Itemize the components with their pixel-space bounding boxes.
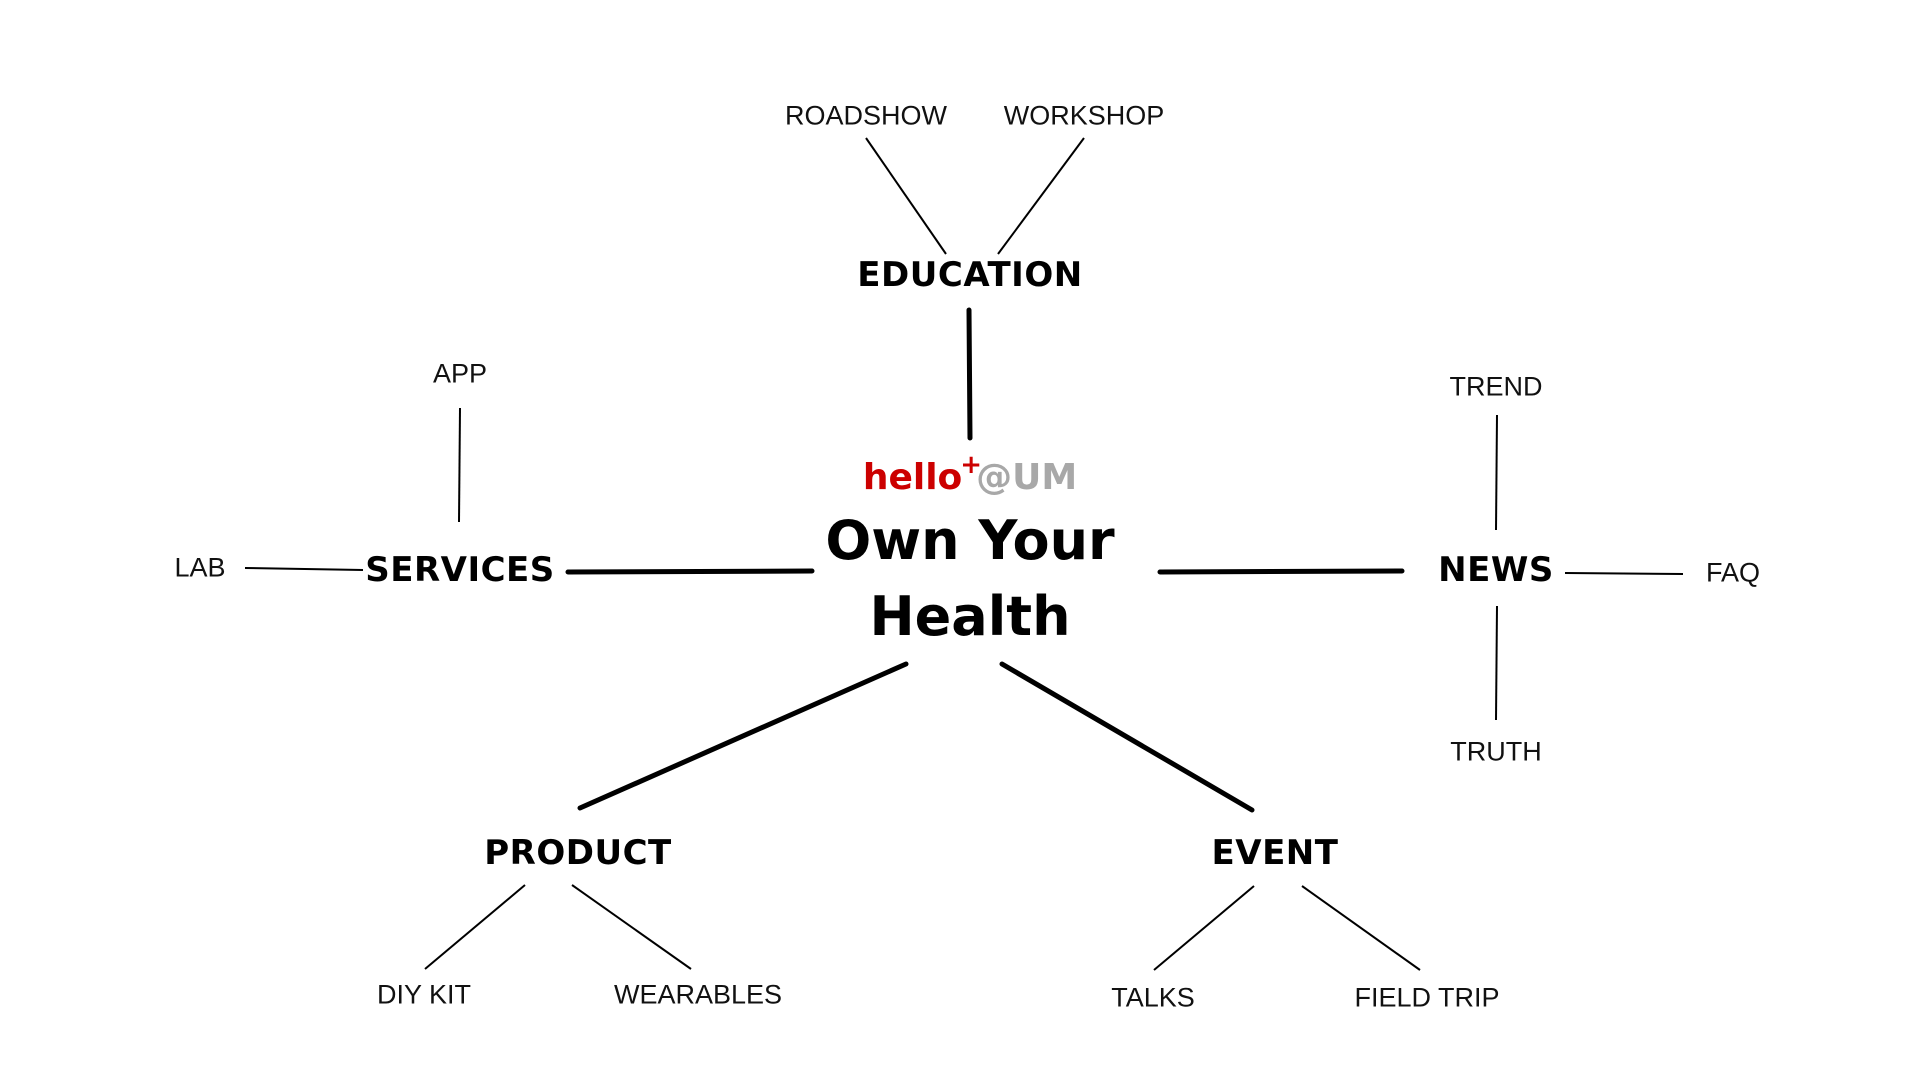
node-education: EDUCATION [857, 255, 1083, 295]
leaf-field-trip: FIELD TRIP [1354, 982, 1500, 1013]
leaf-talks: TALKS [1111, 982, 1195, 1013]
leaf-diy-kit: DIY KIT [376, 979, 472, 1010]
center-title-line1: Own Your [825, 509, 1115, 572]
connector-center-event [999, 661, 1255, 813]
connector-product-wearables [571, 884, 692, 970]
connector-center-news [1157, 568, 1405, 575]
connector-event-talks [1153, 885, 1255, 971]
leaf-truth: TRUTH [1450, 736, 1542, 767]
connector-education-roadshow [865, 137, 947, 255]
connector-news-faq [1564, 572, 1684, 575]
leaf-lab: LAB [174, 552, 226, 583]
node-product: PRODUCT [484, 833, 672, 873]
center-title-line2: Health [869, 585, 1071, 648]
connector-services-app [458, 407, 461, 523]
leaf-app: APP [432, 358, 488, 389]
logo-plus-icon: + [960, 450, 983, 480]
connector-product-diykit [424, 884, 526, 970]
connector-center-services [565, 568, 815, 575]
connector-services-lab [244, 567, 364, 571]
logo-at-um-text: @UM [976, 457, 1078, 498]
connector-news-trend [1495, 414, 1498, 531]
connector-news-truth [1495, 605, 1498, 721]
connector-event-fieldtrip [1301, 885, 1421, 971]
connector-education-workshop [997, 137, 1085, 255]
center-node: hello+@UM Own Your Health [790, 450, 1150, 655]
logo-hello-text: hello [862, 457, 963, 498]
node-event: EVENT [1211, 833, 1339, 873]
leaf-faq: FAQ [1705, 557, 1761, 588]
leaf-workshop: WORKSHOP [1003, 100, 1165, 131]
node-services: SERVICES [365, 550, 555, 590]
hello-um-logo: hello+@UM [862, 450, 1078, 503]
node-news: NEWS [1438, 550, 1554, 590]
connector-center-product [577, 661, 909, 811]
connector-center-education [966, 307, 973, 441]
leaf-trend: TREND [1449, 371, 1543, 402]
leaf-wearables: WEARABLES [613, 979, 783, 1010]
leaf-roadshow: ROADSHOW [785, 100, 947, 131]
